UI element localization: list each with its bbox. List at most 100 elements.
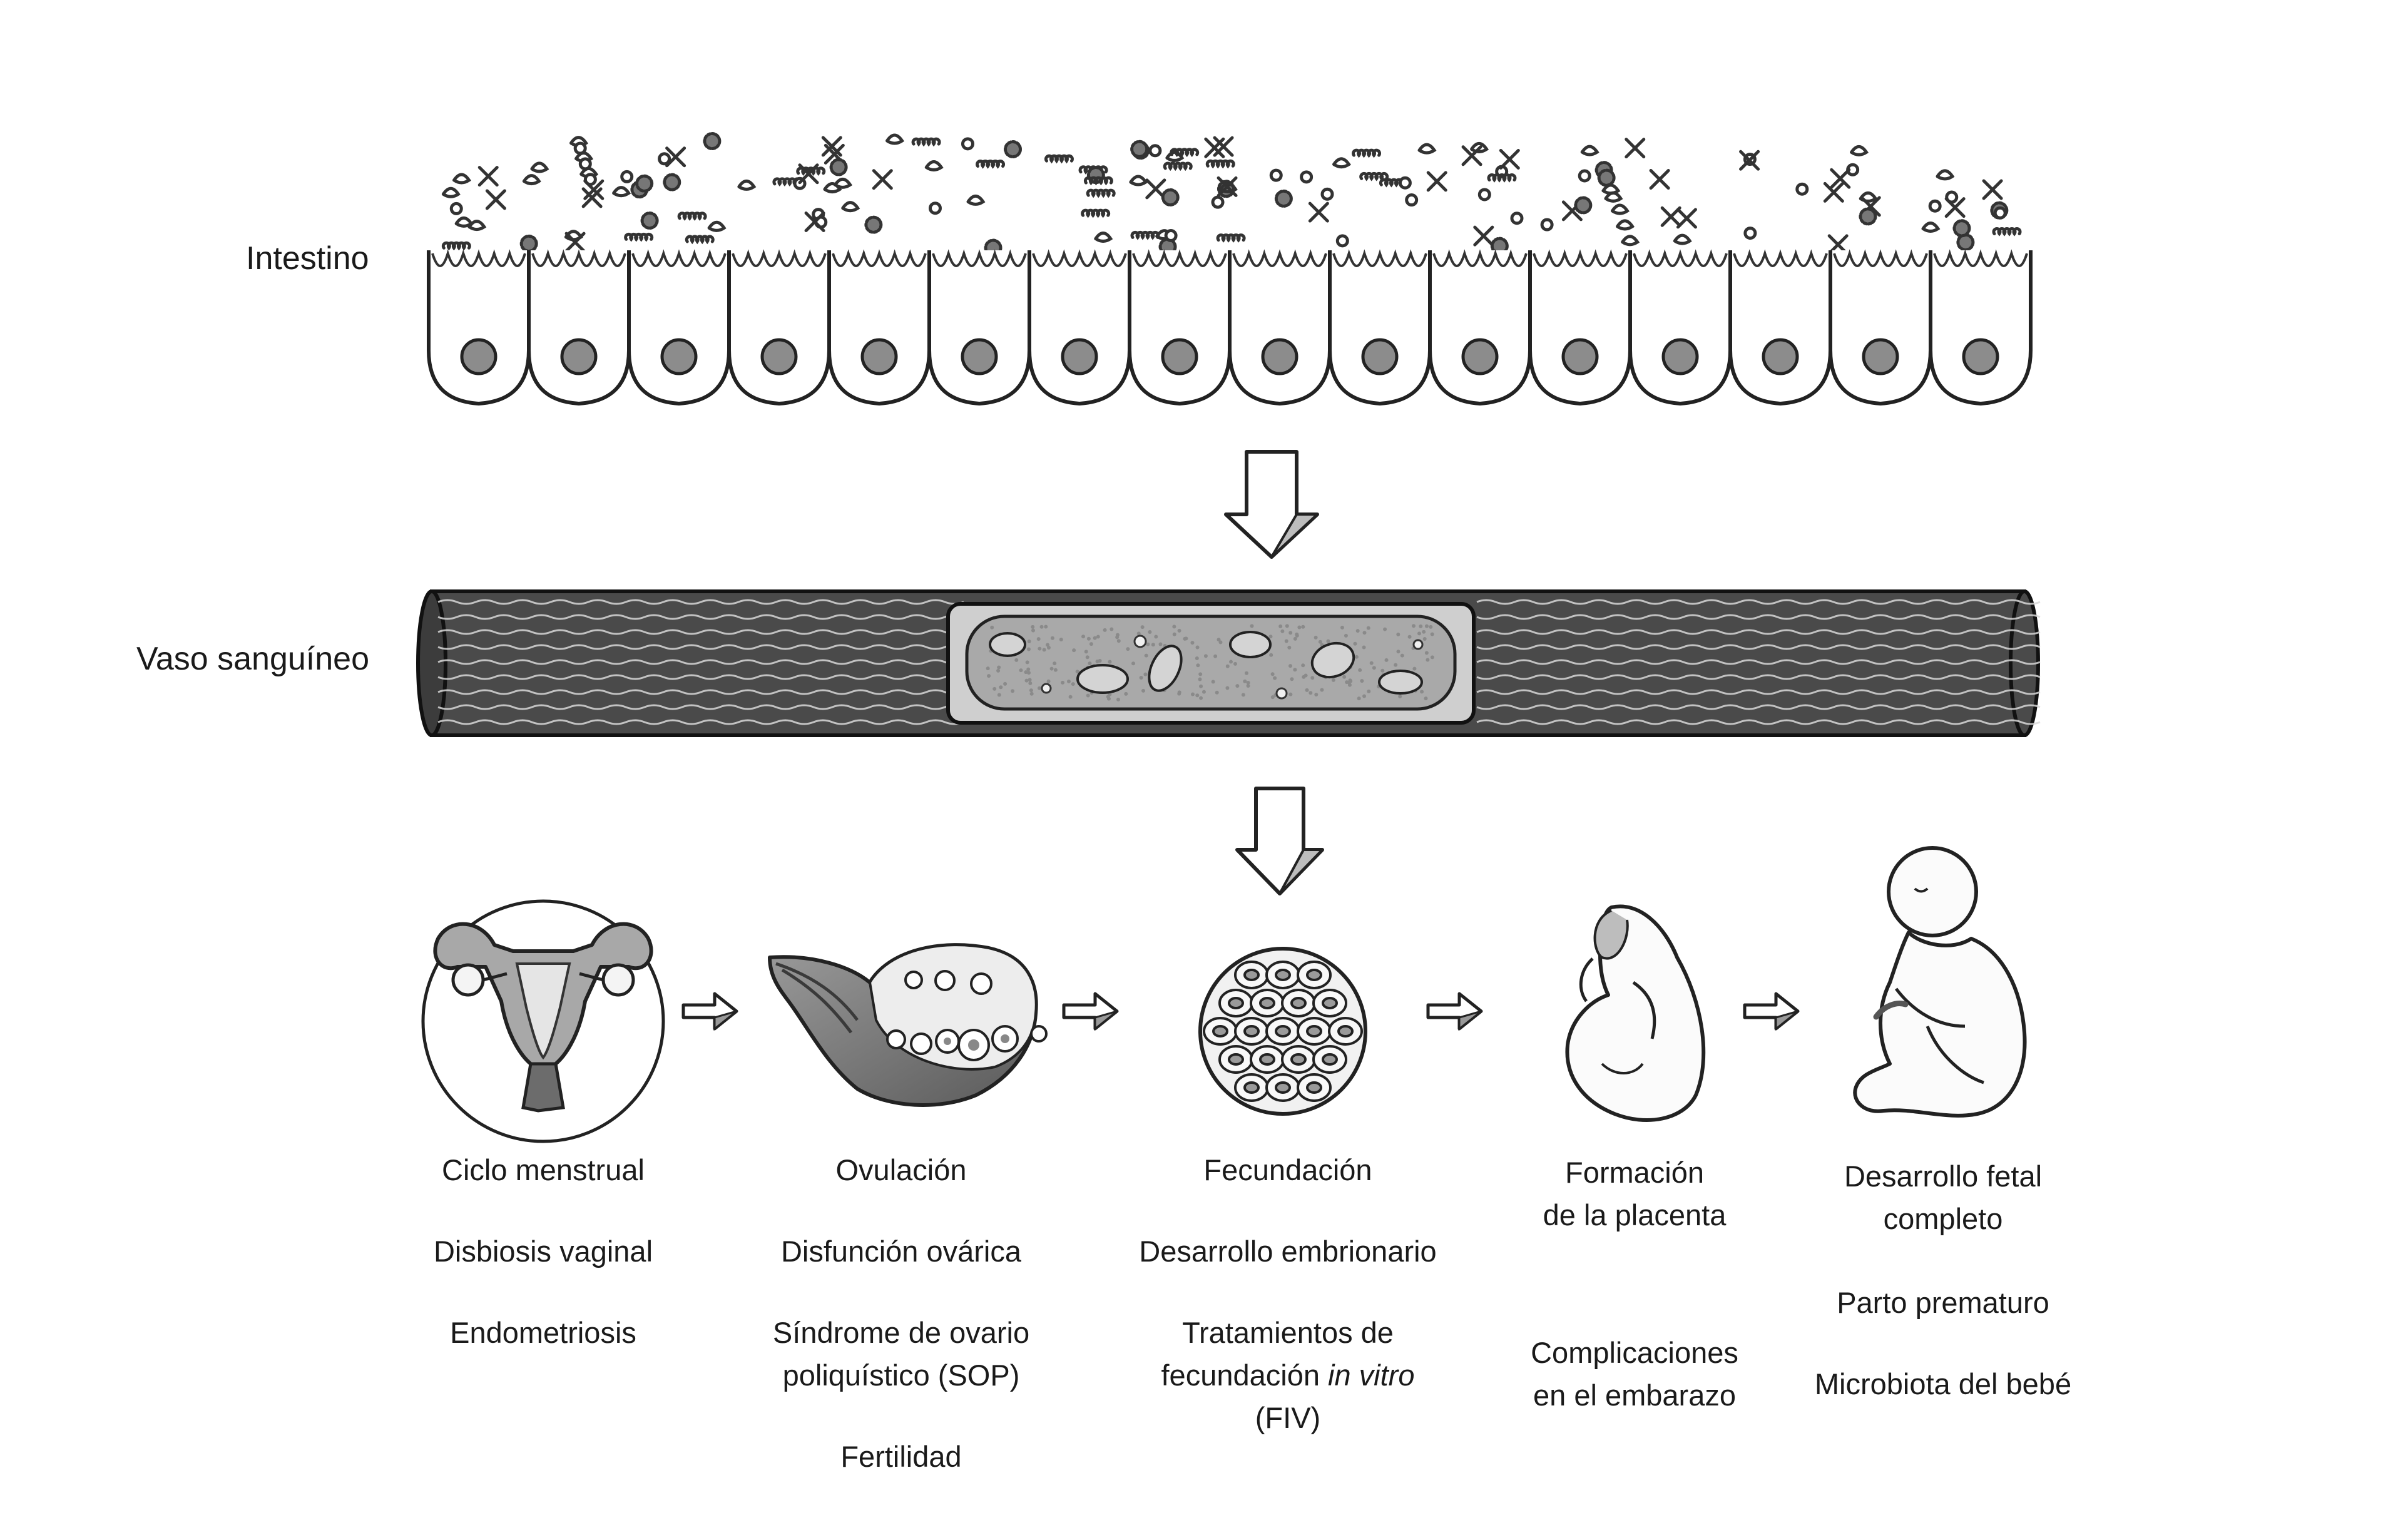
plasma-particle — [1270, 672, 1275, 676]
microbe — [663, 173, 681, 191]
vessel-streak — [1476, 614, 2041, 620]
epithelial-cell — [927, 250, 1031, 406]
blastomere-nucleus — [1290, 997, 1307, 1009]
plasma-particle — [1086, 693, 1090, 698]
plasma-particle — [1049, 666, 1054, 671]
plasma-particle — [1151, 643, 1155, 647]
epithelial-cell — [527, 250, 631, 406]
microvilli — [1132, 249, 1227, 267]
plasma-particle — [1357, 696, 1361, 701]
blood-vessel-label: Vaso sanguíneo — [136, 641, 369, 677]
plasma-particle — [1304, 673, 1308, 678]
cell-nucleus — [1962, 338, 1999, 375]
plasma-particle — [1050, 636, 1054, 640]
plasma-particle — [1143, 672, 1148, 676]
microvilli — [1833, 249, 1928, 267]
plasma-particle — [1025, 660, 1029, 665]
plasma-particle — [1140, 625, 1145, 630]
microbe — [685, 235, 715, 245]
plasma-particle — [1028, 678, 1032, 682]
microbe — [1540, 218, 1554, 232]
plasma-particle — [1037, 686, 1041, 690]
early-fetus-icon — [1565, 904, 1706, 1122]
plasma-particle — [1367, 689, 1371, 693]
vessel-streak — [1476, 689, 2041, 695]
microvilli — [732, 249, 827, 267]
epithelial-cell — [727, 250, 831, 406]
microbe — [677, 212, 707, 221]
cell-nucleus — [1061, 338, 1098, 375]
plasma-particle — [1202, 690, 1206, 694]
plasma-particle — [1190, 641, 1195, 645]
plasma-particle — [1086, 636, 1091, 641]
plasma-particle — [1355, 629, 1360, 633]
microbe — [1673, 233, 1692, 245]
microbe — [1044, 154, 1074, 164]
plasma-particle — [1233, 661, 1237, 666]
microbe — [928, 201, 942, 215]
plasma-particle — [1288, 692, 1293, 696]
cell-nucleus — [1361, 338, 1399, 375]
intestine-label: Intestino — [246, 240, 369, 277]
plasma-particle — [1295, 632, 1299, 636]
plasma-particle — [1288, 664, 1293, 668]
plasma-particle — [1068, 695, 1073, 699]
microbe — [1597, 168, 1616, 187]
plasma-particle — [1407, 635, 1412, 639]
down-arrow-1 — [1224, 450, 1319, 559]
blastomere-nucleus — [1243, 1081, 1260, 1094]
plasma-particle — [1158, 642, 1163, 646]
microvilli — [1332, 249, 1427, 267]
epithelial-cell — [1728, 250, 1832, 406]
plasma-particle — [1144, 653, 1148, 658]
plasma-particle — [1042, 648, 1046, 652]
blastomere-nucleus — [1306, 1081, 1322, 1094]
microbe — [467, 220, 487, 232]
microbe — [703, 132, 722, 151]
microbe — [1795, 182, 1809, 196]
cell-nucleus — [1261, 338, 1298, 375]
plasma-particle — [1075, 670, 1079, 674]
microbe — [1510, 212, 1524, 225]
stage-fetal-development: Desarrollo fetal completo Parto prematur… — [1743, 1155, 2143, 1405]
stage-item: Microbiota del bebé — [1814, 1367, 2072, 1400]
stage-title-line-2: de la placenta — [1543, 1198, 1727, 1231]
microbe — [737, 179, 757, 191]
ivf-text: fecundación — [1161, 1359, 1320, 1392]
plasma-particle — [1430, 655, 1434, 660]
plasma-particle — [1396, 632, 1400, 636]
blastomere-nucleus — [1290, 1053, 1307, 1066]
microbe — [1145, 178, 1166, 200]
microbe — [441, 241, 471, 251]
stage-item: Tratamientos de — [1182, 1316, 1394, 1349]
epithelial-cell — [1428, 250, 1532, 406]
microbe — [624, 232, 654, 242]
plasma-particle — [992, 686, 997, 691]
blastomere-nucleus — [1306, 1025, 1322, 1038]
plasma-particle — [1172, 625, 1176, 629]
plasma-particle — [1372, 666, 1376, 670]
microbe — [658, 152, 671, 166]
plasma-particle — [1136, 631, 1141, 636]
microbe — [1081, 208, 1111, 218]
plasma-particle — [1116, 639, 1121, 643]
blastomere-nucleus — [1259, 1053, 1275, 1066]
cell-nucleus — [1461, 338, 1499, 375]
plasma-particle — [1301, 663, 1305, 668]
plasma-particle — [1314, 692, 1319, 696]
plasma-particle — [1026, 667, 1031, 671]
microvilli — [1232, 249, 1327, 267]
plasma-particle — [1014, 658, 1019, 662]
plasma-particle — [1039, 625, 1044, 629]
microbe — [665, 146, 686, 168]
cell-nucleus — [660, 338, 698, 375]
cell-nucleus — [1862, 338, 1899, 375]
plasma-particle — [1344, 633, 1348, 638]
plasma-particle — [1358, 668, 1362, 672]
plasma-particle — [1398, 694, 1402, 698]
embryo-cells-icon — [1198, 947, 1367, 1116]
plasma-particle — [986, 666, 990, 671]
plasma-particle — [1211, 680, 1215, 684]
microbe — [452, 173, 471, 185]
